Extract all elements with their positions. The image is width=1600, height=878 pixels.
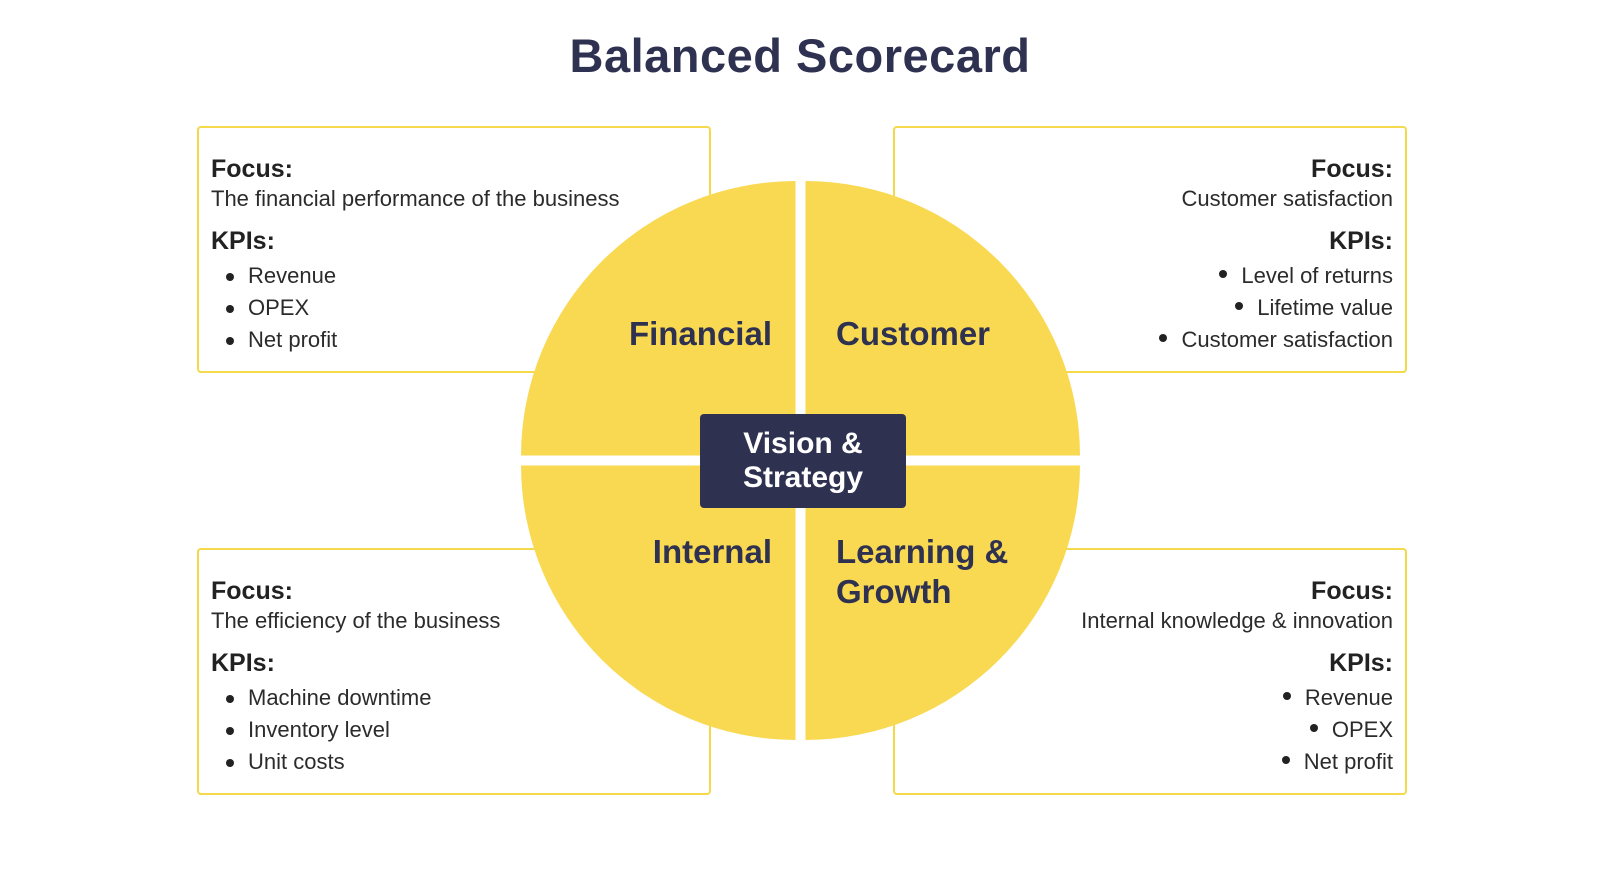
bullet-icon xyxy=(1235,302,1244,311)
bullet-icon xyxy=(226,727,234,735)
kpi-label: Revenue xyxy=(1304,685,1393,710)
kpis-heading: KPIs: xyxy=(211,649,275,677)
bullet-icon xyxy=(1159,334,1168,343)
bullet-icon xyxy=(1282,692,1291,701)
kpi-item: Inventory level xyxy=(211,714,697,746)
kpi-label: Customer satisfaction xyxy=(1181,327,1393,352)
focus-text: Customer satisfaction xyxy=(1181,186,1393,211)
quadrant-label-internal: Internal xyxy=(652,533,772,570)
quadrant-financial xyxy=(521,181,796,456)
quadrant-label-customer: Customer xyxy=(836,315,991,352)
quadrant-learning xyxy=(805,465,1080,740)
quadrant-label-learning-growth: Learning & Growth xyxy=(836,532,1008,612)
kpi-item: Lifetime value xyxy=(907,292,1393,324)
kpi-label: Lifetime value xyxy=(1257,295,1393,320)
kpi-label: OPEX xyxy=(248,295,310,320)
kpi-list: Machine downtime Inventory level Unit co… xyxy=(211,682,697,778)
bullet-icon xyxy=(1309,724,1318,733)
focus-text: The financial performance of the busines… xyxy=(211,186,620,211)
bullet-icon xyxy=(1281,756,1290,765)
kpis-heading: KPIs: xyxy=(211,227,275,255)
focus-text: Internal knowledge & innovation xyxy=(1081,608,1393,633)
bullet-icon xyxy=(226,337,234,345)
bullet-icon xyxy=(226,273,234,281)
vision-strategy-box: Vision & Strategy xyxy=(700,414,906,508)
bullet-icon xyxy=(226,305,234,313)
vision-strategy-label: Vision & Strategy xyxy=(742,427,864,494)
kpi-item: Net profit xyxy=(907,746,1393,778)
kpi-item: Net profit xyxy=(211,324,697,356)
kpi-label: Level of returns xyxy=(1241,263,1393,288)
bullet-icon xyxy=(1219,270,1228,279)
kpi-item: Level of returns xyxy=(907,260,1393,292)
quadrant-label-line: Growth xyxy=(836,573,952,610)
focus-heading: Focus: xyxy=(1311,577,1393,605)
kpi-label: Net profit xyxy=(248,327,338,352)
focus-heading: Focus: xyxy=(211,577,293,605)
focus-text: The efficiency of the business xyxy=(211,608,501,633)
kpi-label: Inventory level xyxy=(248,717,390,742)
kpi-label: Machine downtime xyxy=(248,685,432,710)
focus-heading: Focus: xyxy=(211,155,293,183)
bullet-icon xyxy=(226,759,234,767)
kpi-label: Unit costs xyxy=(248,749,345,774)
kpis-heading: KPIs: xyxy=(1329,227,1393,255)
kpi-item: Machine downtime xyxy=(211,682,697,714)
quadrant-internal xyxy=(521,465,796,740)
quadrant-customer xyxy=(805,181,1080,456)
kpi-item: OPEX xyxy=(907,714,1393,746)
bullet-icon xyxy=(226,695,234,703)
kpi-item: OPEX xyxy=(211,292,697,324)
kpi-item: Unit costs xyxy=(211,746,697,778)
kpi-list: Revenue OPEX Net profit xyxy=(211,260,697,356)
kpi-list: Revenue OPEX Net profit xyxy=(907,682,1393,778)
diagram-title: Balanced Scorecard xyxy=(569,29,1031,82)
kpi-label: Revenue xyxy=(248,263,337,288)
focus-heading: Focus: xyxy=(1311,155,1393,183)
kpi-list: Level of returns Lifetime value Customer… xyxy=(907,260,1393,356)
kpi-item: Customer satisfaction xyxy=(907,324,1393,356)
kpi-item: Revenue xyxy=(211,260,697,292)
kpi-label: OPEX xyxy=(1331,717,1393,742)
kpi-label: Net profit xyxy=(1303,749,1393,774)
kpis-heading: KPIs: xyxy=(1329,649,1393,677)
quadrant-label-financial: Financial xyxy=(628,315,772,352)
kpi-item: Revenue xyxy=(907,682,1393,714)
quadrant-label-line: Learning & xyxy=(836,533,1009,570)
